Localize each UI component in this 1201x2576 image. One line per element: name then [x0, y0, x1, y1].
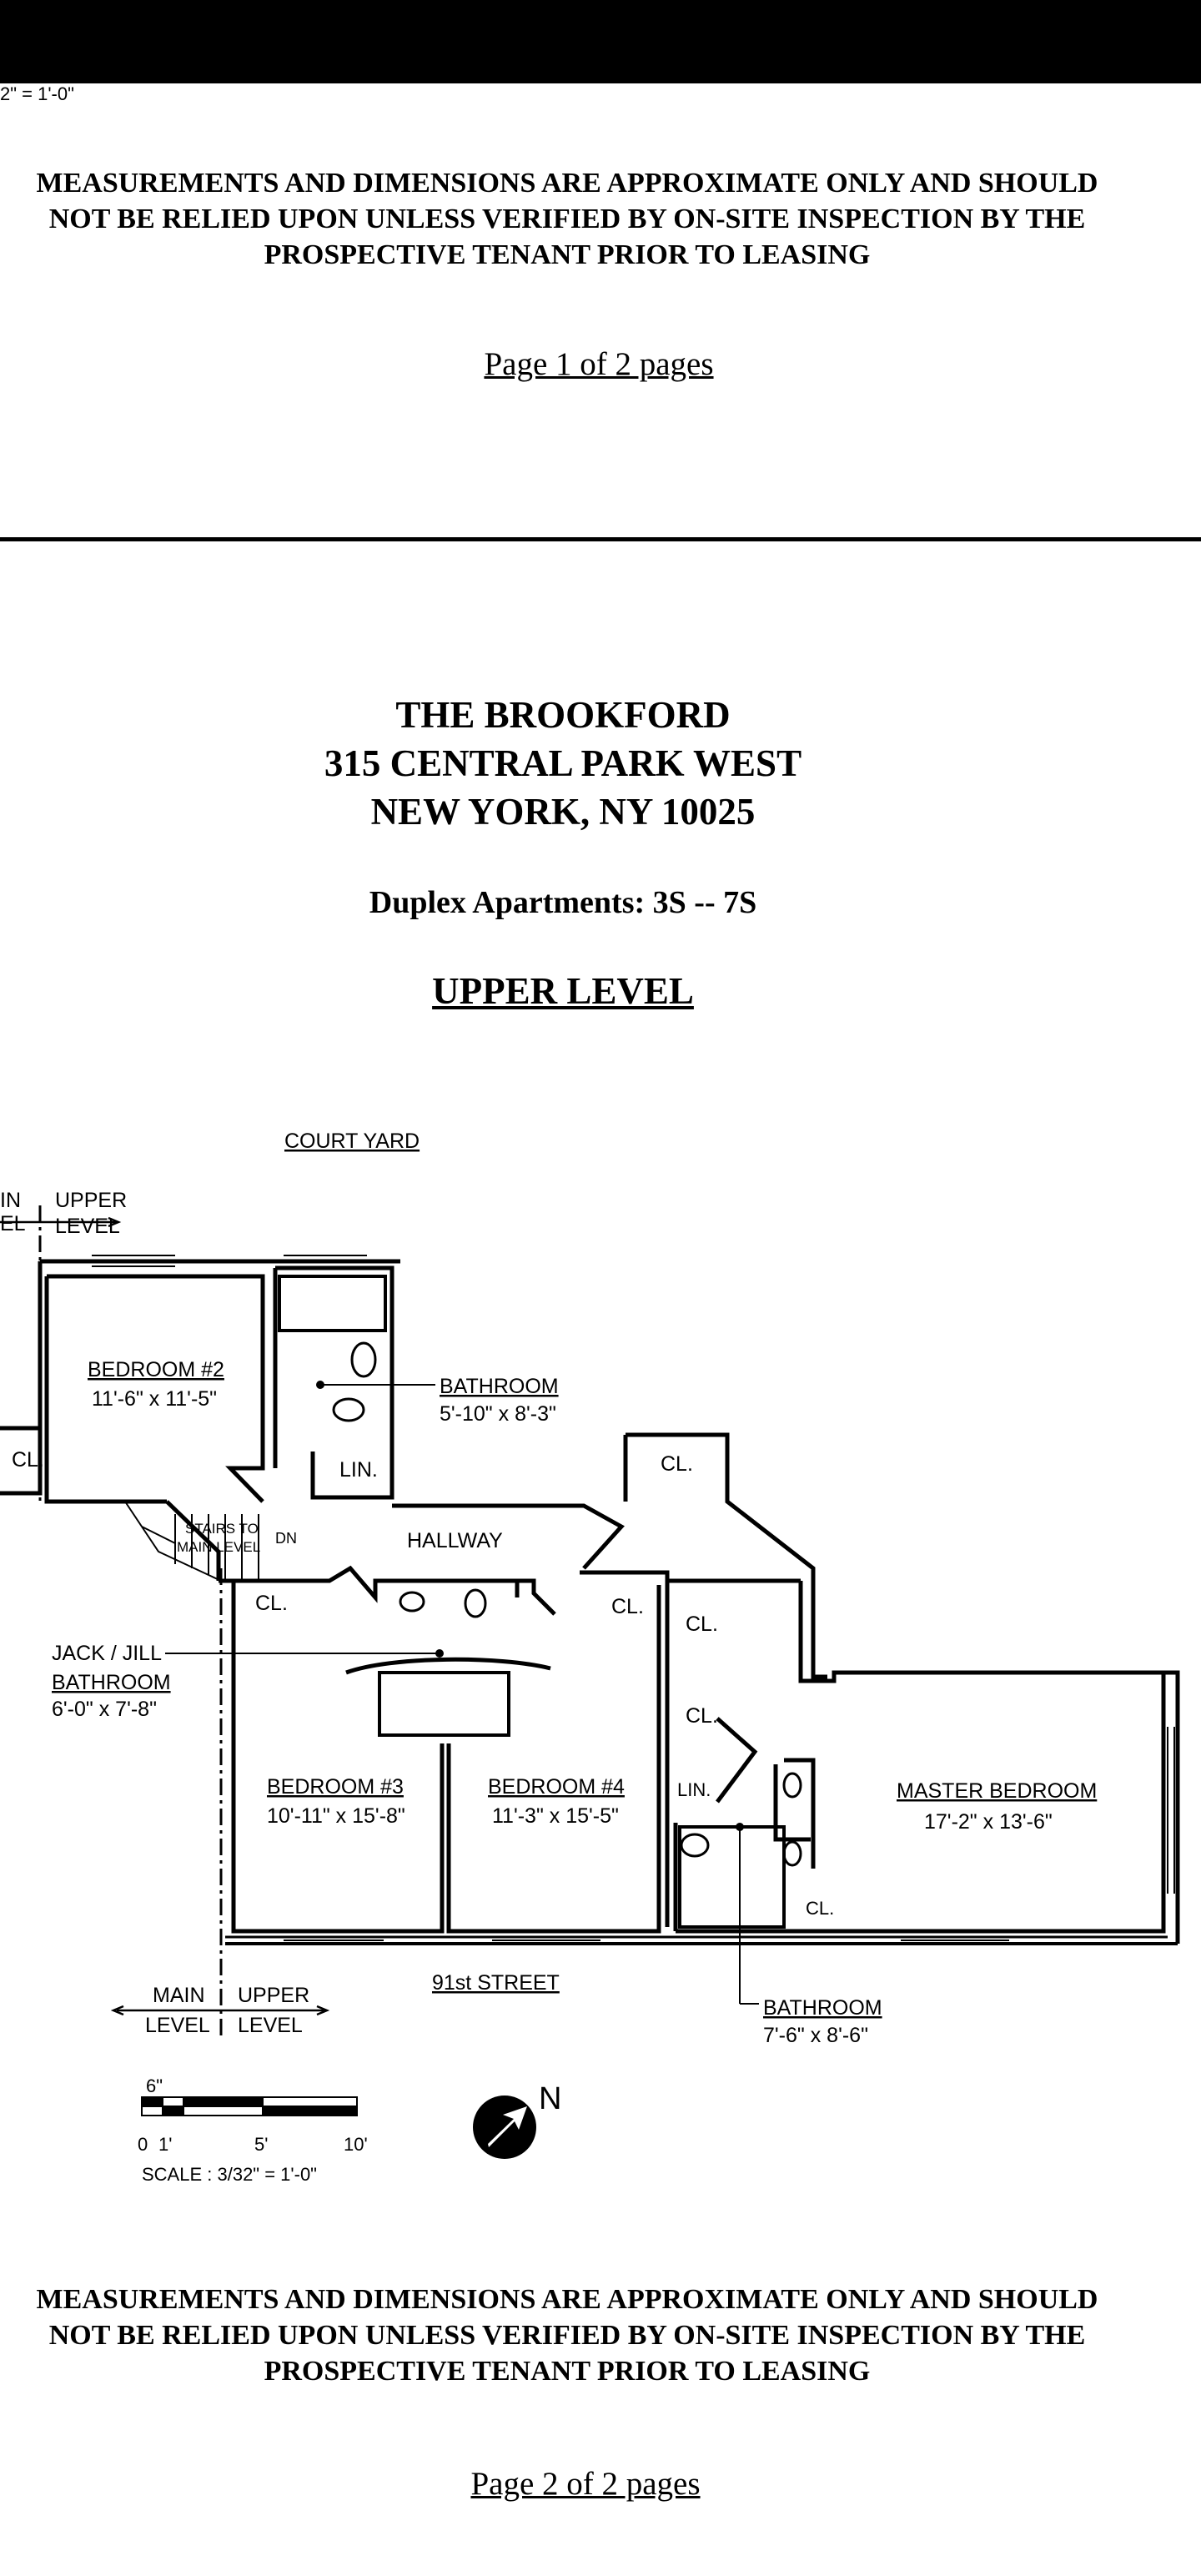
bottom-main-level-label-2: LEVEL	[145, 2014, 210, 2037]
bottom-upper-level-label-2: LEVEL	[238, 2014, 303, 2037]
jack-jill-name-1: JACK / JILL	[52, 1642, 162, 1665]
stairs-label-2: MAIN LEVEL	[177, 1539, 260, 1555]
building-address: THE BROOKFORD 315 CENTRAL PARK WEST NEW …	[324, 694, 802, 833]
master-bedroom-dimensions: 17'-2" x 13'-6"	[924, 1810, 1053, 1834]
apartment-subtitle: Duplex Apartments: 3S -- 7S	[369, 885, 757, 920]
stairs-label-1: STAIRS TO	[185, 1521, 259, 1537]
street-label: 91st STREET	[432, 1971, 560, 1995]
top-main-level-label-2: EL	[0, 1212, 26, 1235]
leader-lines	[165, 1384, 759, 2005]
bedroom4-dimensions: 11'-3" x 15'-5"	[492, 1804, 619, 1828]
page-divider	[0, 537, 1201, 541]
bedroom3-name: BEDROOM #3	[267, 1775, 404, 1799]
stairs-down-label: DN	[275, 1530, 297, 1547]
bedroom2-dimensions: 11'-6" x 11'-5"	[92, 1387, 217, 1411]
scale-tick-10: 10'	[344, 2134, 368, 2155]
closet-label-left: CL.	[12, 1448, 44, 1472]
scale-bar-top-label: 6"	[146, 2075, 163, 2096]
closet-label-bath2: CL.	[806, 1898, 834, 1919]
bedroom4-name: BEDROOM #4	[488, 1775, 625, 1799]
bathroom2-dimensions: 7'-6" x 8'-6"	[763, 2024, 868, 2047]
jack-jill-dimensions: 6'-0" x 7'-8"	[52, 1698, 157, 1721]
hallway-label: HALLWAY	[407, 1529, 503, 1552]
scan-top-bar	[0, 0, 1201, 83]
closet-label-right-2: CL.	[686, 1704, 718, 1728]
bottom-upper-level-label: UPPER	[238, 1984, 309, 2007]
floor-plan: COURT YARD IN EL UPPER LEVEL BEDROOM #2 …	[0, 1130, 1180, 2185]
north-label: N	[539, 2081, 561, 2116]
page-number: Page 2 of 2 pages	[470, 2466, 701, 2502]
bedroom3-dimensions: 10'-11" x 15'-8"	[267, 1804, 405, 1828]
scale-bar	[141, 2096, 358, 2116]
court-yard-label: COURT YARD	[284, 1130, 420, 1153]
scale-tick-5: 5'	[254, 2134, 268, 2155]
jack-jill-name-2: BATHROOM	[52, 1671, 171, 1694]
bottom-main-level-label: MAIN	[153, 1984, 205, 2007]
scale-caption: SCALE : 3/32" = 1'-0"	[142, 2164, 317, 2185]
level-title: UPPER LEVEL	[432, 970, 694, 1012]
closet-label-right-1: CL.	[686, 1613, 718, 1636]
scale-tick-0: 0	[138, 2134, 148, 2155]
bathroom1-dimensions: 5'-10" x 8'-3"	[440, 1402, 556, 1426]
previous-page-number: Page 1 of 2 pages	[484, 346, 714, 382]
plan-walls	[0, 1259, 1180, 1945]
linen-label-1: LIN.	[339, 1458, 378, 1482]
footer-disclaimer: MEASUREMENTS AND DIMENSIONS ARE APPROXIM…	[36, 2284, 1098, 2387]
master-bedroom-name: MASTER BEDROOM	[897, 1779, 1097, 1803]
bathroom1-name: BATHROOM	[440, 1375, 559, 1398]
plumbing-fixtures	[332, 1341, 802, 1867]
closet-label-center: CL.	[661, 1452, 693, 1476]
stairs-hatch	[124, 1501, 259, 1582]
top-upper-level-label-2: LEVEL	[55, 1215, 120, 1238]
previous-page-scale-fragment: 2" = 1'-0"	[0, 83, 74, 104]
leader-dots	[316, 1381, 744, 1831]
plan-labels: COURT YARD IN EL UPPER LEVEL BEDROOM #2 …	[0, 1130, 1097, 2185]
top-upper-level-label: UPPER	[55, 1189, 127, 1212]
closet-label-bedroom4: CL.	[611, 1595, 644, 1618]
level-divider-lines	[38, 1205, 223, 2040]
bedroom2-name: BEDROOM #2	[88, 1358, 224, 1381]
closet-label-bedroom3: CL.	[255, 1592, 288, 1615]
bathroom2-name: BATHROOM	[763, 1996, 882, 2020]
scale-tick-1: 1'	[158, 2134, 172, 2155]
north-arrow-icon	[473, 2096, 536, 2159]
previous-page-disclaimer: MEASUREMENTS AND DIMENSIONS ARE APPROXIM…	[36, 168, 1098, 270]
top-main-level-label: IN	[0, 1189, 21, 1212]
linen-label-2: LIN.	[677, 1779, 711, 1800]
window-marks	[92, 1255, 1175, 1941]
level-arrows	[0, 1216, 330, 2016]
